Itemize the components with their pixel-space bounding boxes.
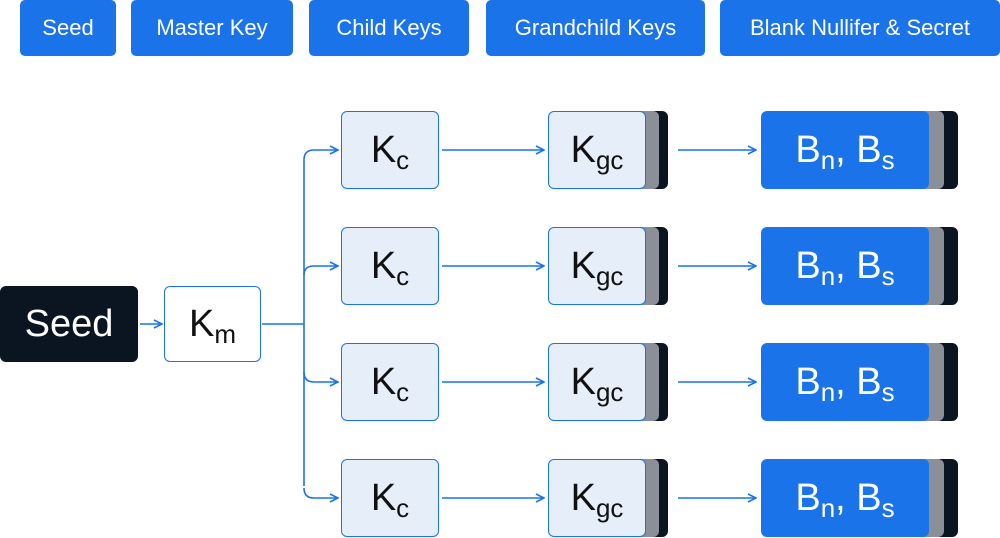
- grandchild-key-subscript: gc: [595, 260, 624, 291]
- grandchild-key-base: K: [570, 476, 596, 519]
- blank-nullifier-subscript: n: [820, 144, 836, 175]
- child-key-subscript: c: [396, 144, 410, 175]
- child-key-base: K: [370, 360, 397, 403]
- blank-nullifier-subscript: n: [820, 376, 836, 407]
- blank-nullifier-subscript: n: [820, 492, 836, 523]
- blank-nullifier-base: B: [795, 360, 821, 403]
- grandchild-key-base: K: [570, 360, 596, 403]
- blank-secret-base: B: [856, 128, 882, 171]
- child-key-subscript: c: [396, 260, 410, 291]
- blank-separator: ,: [835, 360, 857, 403]
- blank-secret-subscript: s: [881, 376, 895, 407]
- child-key-base: K: [370, 128, 397, 171]
- blank-secret-base: B: [856, 476, 882, 519]
- arrow-master-to-child-3: [303, 371, 338, 382]
- child-key-base: K: [370, 244, 397, 287]
- blank-separator: ,: [835, 128, 857, 171]
- arrow-master-to-child-4: [303, 487, 338, 498]
- arrow-master-to-child-1: [303, 150, 338, 161]
- master-key-subscript: m: [214, 318, 237, 349]
- grandchild-key-base: K: [570, 244, 596, 287]
- blank-secret-subscript: s: [881, 144, 895, 175]
- seed-node[interactable]: Seed: [0, 286, 138, 362]
- legend-child-keys-button[interactable]: Child Keys: [309, 0, 469, 56]
- legend-seed-button[interactable]: Seed: [20, 0, 116, 56]
- blank-nullifier-subscript: n: [820, 260, 836, 291]
- blank-separator: ,: [835, 476, 857, 519]
- blank-secret-subscript: s: [881, 492, 895, 523]
- blank-nullifier-base: B: [795, 476, 821, 519]
- grandchild-key-subscript: gc: [595, 492, 624, 523]
- blank-secret-base: B: [856, 244, 882, 287]
- master-key-base: K: [188, 302, 215, 345]
- legend-grandchild-keys-button[interactable]: Grandchild Keys: [486, 0, 705, 56]
- seed-label: Seed: [24, 302, 114, 345]
- child-key-subscript: c: [396, 492, 410, 523]
- legend-master-key-button[interactable]: Master Key: [131, 0, 293, 56]
- child-key-subscript: c: [396, 376, 410, 407]
- arrow-master-to-child-2: [303, 266, 338, 276]
- grandchild-key-subscript: gc: [595, 376, 624, 407]
- blank-separator: ,: [835, 244, 857, 287]
- grandchild-key-subscript: gc: [595, 144, 624, 175]
- legend-blank-nullifier-secret-button[interactable]: Blank Nullifer & Secret: [720, 0, 1000, 56]
- grandchild-key-base: K: [570, 128, 596, 171]
- blank-nullifier-base: B: [795, 128, 821, 171]
- blank-secret-subscript: s: [881, 260, 895, 291]
- child-key-base: K: [370, 476, 397, 519]
- blank-nullifier-base: B: [795, 244, 821, 287]
- blank-secret-base: B: [856, 360, 882, 403]
